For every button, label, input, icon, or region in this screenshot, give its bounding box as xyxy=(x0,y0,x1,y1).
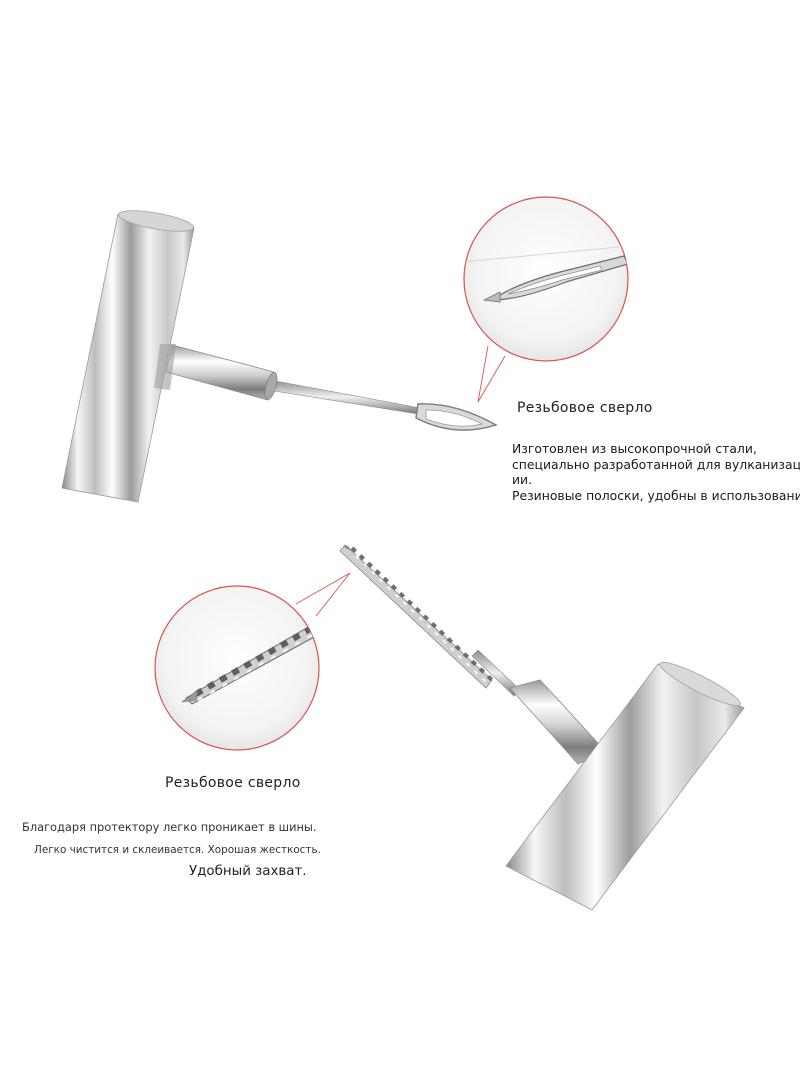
bottom-desc-line-1: Благодаря протектору легко проникает в ш… xyxy=(22,820,317,834)
top-desc-line-3: ии. xyxy=(512,472,533,487)
top-feature-title: Резьбовое сверло xyxy=(517,400,653,416)
bottom-desc-line-3: Удобный захват. xyxy=(189,864,307,879)
needle-zoom-callout xyxy=(463,196,629,403)
spiral-zoom-callout xyxy=(154,572,351,751)
top-desc-line-1: Изготовлен из высокопрочной стали, xyxy=(512,441,757,456)
top-desc-line-2: специально разработанной для вулканизац- xyxy=(512,456,800,472)
bottom-desc-line-2: Легко чистится и склеивается. Хорошая же… xyxy=(34,844,321,856)
bottom-feature-title: Резьбовое сверло xyxy=(165,775,301,791)
top-feature-description: Изготовлен из высокопрочной стали, специ… xyxy=(512,441,800,503)
needle-tool xyxy=(61,210,498,503)
top-desc-line-4: Резиновые полоски, удобны в использовани… xyxy=(512,487,800,503)
spiral-probe-tool xyxy=(339,544,745,911)
